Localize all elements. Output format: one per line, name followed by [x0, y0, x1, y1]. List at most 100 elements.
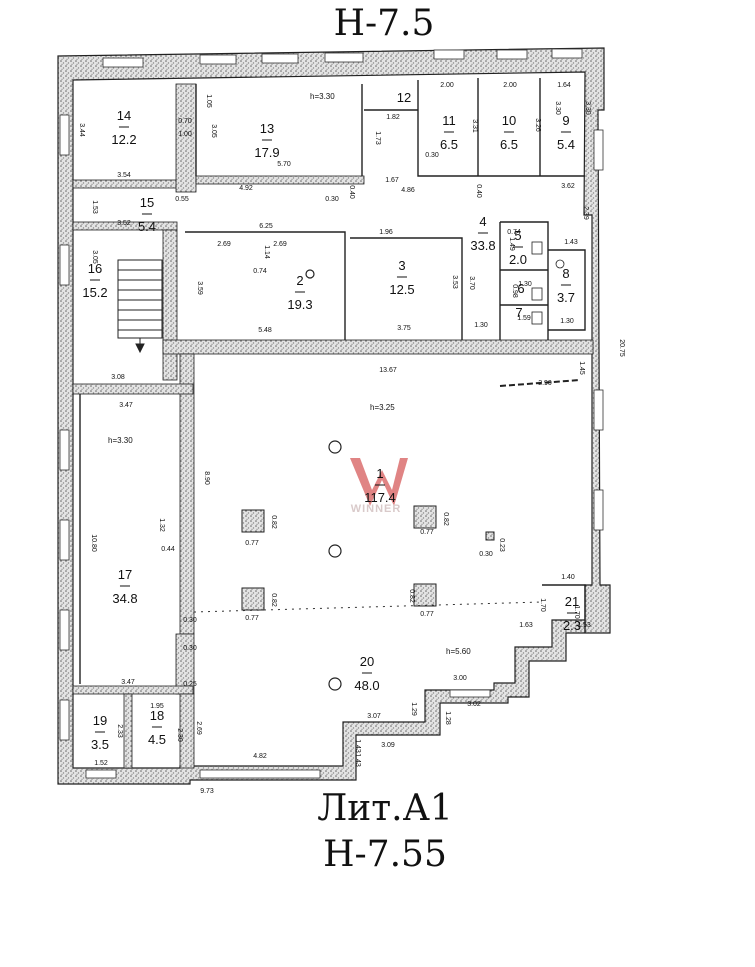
top-level-code: Н-7.5	[334, 3, 435, 44]
beam-line	[499, 379, 581, 387]
room-labels: 1══117.42══19.33══12.54══33.85══2.0678══…	[82, 90, 581, 752]
dimension-label: 3.75	[397, 325, 411, 332]
area-unit-mark: ══	[294, 289, 305, 296]
dimension-label: 0.74	[507, 229, 521, 236]
area-unit-mark: ══	[151, 724, 162, 731]
room-area: 19.3	[287, 297, 312, 312]
room-number: 21	[565, 594, 579, 609]
room-number: 17	[118, 567, 132, 582]
dimension-label: 3.52	[117, 220, 131, 227]
dimension-label: 4.82	[253, 753, 267, 760]
area-unit-mark: ══	[261, 137, 272, 144]
dimension-label: 1.43	[354, 739, 361, 753]
room-area: 5.4	[557, 137, 575, 152]
dimension-label: 0.70	[178, 118, 192, 125]
area-unit-mark: ══	[361, 670, 372, 677]
dimension-label: 2.00	[440, 82, 454, 89]
room-number: 1	[376, 466, 383, 481]
room-number: 7	[515, 305, 522, 320]
room-number: 11	[442, 113, 456, 128]
room-number: 15	[140, 195, 154, 210]
dimension-label: 1.70	[573, 605, 580, 619]
room-area: 6.5	[440, 137, 458, 152]
room-area: 117.4	[364, 490, 396, 505]
dimension-label: 9.73	[200, 788, 214, 795]
dimension-label: 3.02	[467, 701, 481, 708]
area-unit-mark: ══	[89, 277, 100, 284]
dimension-label: 3.47	[121, 679, 135, 686]
dimension-label: 0.98	[511, 284, 518, 298]
dimension-label: 3.47	[119, 402, 133, 409]
dimension-label: 1.28	[444, 711, 451, 725]
dimension-label: 1.67	[385, 177, 399, 184]
dimension-label: 0.55	[175, 196, 189, 203]
dimension-label: 1.96	[379, 229, 393, 236]
dimension-label: 0.30	[479, 551, 493, 558]
dimension-label: 8.90	[203, 471, 210, 485]
dimension-label: 0.82	[270, 515, 277, 529]
area-unit-mark: ══	[119, 583, 130, 590]
dimension-label: 2.00	[503, 82, 517, 89]
dimension-label: 1.53	[91, 200, 98, 214]
dimension-label: 3.00	[453, 675, 467, 682]
room-number: 2	[296, 273, 303, 288]
room-number: 13	[260, 121, 274, 136]
area-unit-mark: ══	[560, 282, 571, 289]
dimension-label: 6.25	[259, 223, 273, 230]
dimension-label: 2.69	[195, 721, 202, 735]
height-label: h=3.30	[108, 436, 133, 445]
room-number: 10	[502, 113, 516, 128]
room-number: 16	[88, 261, 102, 276]
area-unit-mark: ══	[94, 729, 105, 736]
dimension-label: 0.30	[183, 617, 197, 624]
dimension-label: 2.33	[116, 724, 123, 738]
room-number: 18	[150, 708, 164, 723]
bottom-level-code: Н-7.55	[323, 834, 447, 875]
dimension-label: 1.30	[474, 322, 488, 329]
area-unit-mark: ══	[560, 129, 571, 136]
windows	[59, 48, 604, 779]
dimension-label: 1.00	[178, 131, 192, 138]
dimension-label: 1.49	[508, 237, 515, 251]
columns	[241, 505, 495, 611]
dimension-label: 0.82	[408, 589, 415, 603]
dimension-label: 1.63	[519, 622, 533, 629]
dimension-label: 4.92	[239, 185, 253, 192]
room-number: 14	[117, 108, 131, 123]
dimension-label: 3.31	[471, 119, 478, 133]
room-number: 12	[397, 90, 411, 105]
room-number: 5	[514, 228, 521, 243]
dimension-label: 3.62	[561, 183, 575, 190]
dimension-label: 3.54	[117, 172, 131, 179]
partitions	[79, 78, 586, 684]
dimension-label: 3.30	[584, 101, 591, 115]
dimension-label: 2.69	[217, 241, 231, 248]
outer-wall	[57, 47, 611, 785]
dimension-label: 20.75	[618, 339, 625, 357]
dimension-label: 1.82	[386, 114, 400, 121]
dimension-label: 5.48	[258, 327, 272, 334]
dimension-label: 3.05	[210, 124, 217, 138]
dimension-label: 1.45	[578, 361, 585, 375]
room-area: 48.0	[354, 678, 379, 693]
height-label: h=5.60	[446, 647, 471, 656]
area-unit-mark: ══	[566, 610, 577, 617]
dimension-label: 1.52	[94, 760, 108, 767]
area-unit-mark: ══	[443, 129, 454, 136]
dimension-label: 1.29	[410, 702, 417, 716]
dimension-label: 0.77	[420, 611, 434, 618]
room-area: 34.8	[112, 591, 137, 606]
dimension-label: 0.44	[161, 546, 175, 553]
dimension-label: 5.70	[277, 161, 291, 168]
dimension-label: 3.30	[554, 101, 561, 115]
dimension-label: 10.80	[90, 534, 97, 552]
dimension-label: 1.70	[539, 598, 546, 612]
dimension-label: 0.82	[270, 593, 277, 607]
dimension-label: 3.53	[451, 275, 458, 289]
dimension-label: 0.77	[420, 529, 434, 536]
room-number: 20	[360, 654, 374, 669]
room-area: 2.0	[509, 252, 527, 267]
dimension-label: 1.53	[577, 622, 591, 629]
dimension-label: 1.64	[557, 82, 571, 89]
